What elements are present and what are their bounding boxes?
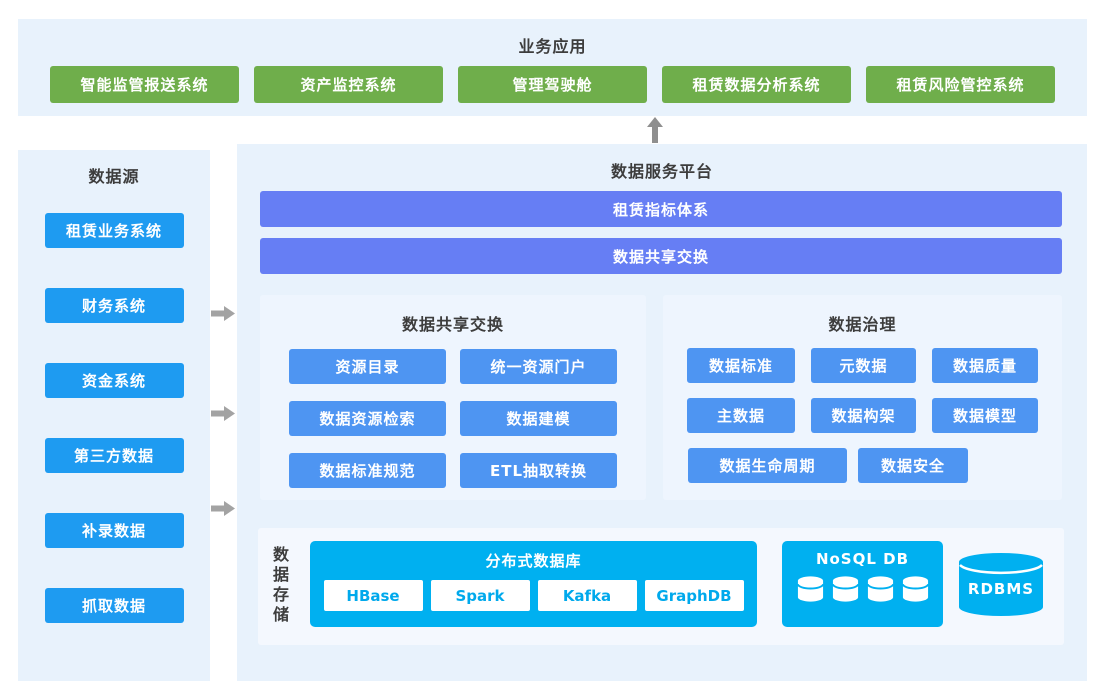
- right-arrow-icon: [211, 501, 235, 516]
- sharing-button-unified-resource-portal[interactable]: 统一资源门户: [460, 349, 617, 384]
- source-button-finance-system[interactable]: 财务系统: [44, 288, 184, 323]
- nosql-cylinder-row: [782, 575, 943, 603]
- rdbms-label: RDBMS: [967, 580, 1035, 598]
- governance-button-metadata[interactable]: 元数据: [811, 348, 916, 383]
- storage-button-kafka[interactable]: Kafka: [537, 580, 637, 611]
- sharing-button-data-modeling[interactable]: 数据建模: [460, 401, 617, 436]
- business-apps-title: 业务应用: [518, 37, 587, 56]
- database-cylinder-icon: [901, 576, 929, 602]
- governance-button-data-security[interactable]: 数据安全: [858, 448, 968, 483]
- business-apps-row: 智能监管报送系统 资产监控系统 管理驾驶舱 租赁数据分析系统 租赁风险管控系统: [18, 57, 1087, 103]
- data-sharing-grid: 资源目录 统一资源门户 数据资源检索 数据建模 数据标准规范 ETL抽取转换: [260, 349, 646, 488]
- platform-title: 数据服务平台: [610, 162, 713, 181]
- governance-button-data-lifecycle[interactable]: 数据生命周期: [688, 448, 847, 483]
- rdbms-cylinder-icon: [959, 553, 1043, 616]
- sharing-button-etl-extract-transform[interactable]: ETL抽取转换: [460, 453, 617, 488]
- up-arrow-icon: [647, 117, 663, 143]
- source-button-supplementary-data[interactable]: 补录数据: [44, 513, 184, 548]
- app-button-leasing-data-analysis[interactable]: 租赁数据分析系统: [662, 66, 851, 103]
- data-governance-title: 数据治理: [828, 315, 897, 334]
- governance-button-data-architecture[interactable]: 数据构架: [811, 398, 916, 433]
- data-service-platform-panel: 数据服务平台 租赁指标体系 数据共享交换 数据共享交换 资源目录 统一资源门户 …: [237, 144, 1087, 681]
- bar-data-sharing-exchange[interactable]: 数据共享交换: [260, 238, 1062, 274]
- storage-button-hbase[interactable]: HBase: [323, 580, 423, 611]
- source-button-leasing-business-system[interactable]: 租赁业务系统: [44, 213, 184, 248]
- data-sharing-title: 数据共享交换: [401, 315, 504, 334]
- storage-button-graphdb[interactable]: GraphDB: [644, 580, 744, 611]
- nosql-db-box: NoSQL DB: [782, 541, 943, 627]
- bar-leasing-indicator-system[interactable]: 租赁指标体系: [260, 191, 1062, 227]
- sharing-button-data-standard-spec[interactable]: 数据标准规范: [289, 453, 446, 488]
- nosql-db-title: NoSQL DB: [815, 550, 910, 568]
- database-cylinder-icon: [831, 576, 859, 602]
- governance-button-data-quality[interactable]: 数据质量: [932, 348, 1038, 383]
- governance-button-data-model[interactable]: 数据模型: [932, 398, 1038, 433]
- sharing-button-resource-catalog[interactable]: 资源目录: [289, 349, 446, 384]
- governance-button-data-standard[interactable]: 数据标准: [687, 348, 795, 383]
- app-button-management-cockpit[interactable]: 管理驾驶舱: [458, 66, 647, 103]
- data-storage-section: 数据存储 分布式数据库 HBase Spark Kafka GraphDB No…: [258, 528, 1064, 645]
- app-button-leasing-risk-control[interactable]: 租赁风险管控系统: [866, 66, 1055, 103]
- rdbms-cylinder[interactable]: RDBMS: [957, 552, 1045, 618]
- data-sharing-subpanel: 数据共享交换 资源目录 统一资源门户 数据资源检索 数据建模 数据标准规范 ET…: [260, 295, 646, 500]
- right-arrow-icon: [211, 406, 235, 421]
- distributed-database-box: 分布式数据库 HBase Spark Kafka GraphDB: [310, 541, 757, 627]
- distributed-database-title: 分布式数据库: [485, 552, 582, 570]
- app-button-regulatory-reporting[interactable]: 智能监管报送系统: [50, 66, 239, 103]
- governance-row: 数据生命周期 数据安全: [663, 448, 1062, 483]
- source-button-treasury-system[interactable]: 资金系统: [44, 363, 184, 398]
- storage-button-spark[interactable]: Spark: [430, 580, 530, 611]
- source-button-crawled-data[interactable]: 抓取数据: [44, 588, 184, 623]
- data-governance-subpanel: 数据治理 数据标准 元数据 数据质量 主数据 数据构架 数据模型 数据生命周期 …: [663, 295, 1062, 500]
- data-sources-panel: 数据源 租赁业务系统 财务系统 资金系统 第三方数据 补录数据 抓取数据: [18, 150, 210, 681]
- sharing-button-data-resource-search[interactable]: 数据资源检索: [289, 401, 446, 436]
- data-storage-label: 数据存储: [272, 545, 289, 624]
- distributed-database-row: HBase Spark Kafka GraphDB: [310, 580, 757, 611]
- right-arrow-icon: [211, 306, 235, 321]
- source-button-third-party-data[interactable]: 第三方数据: [44, 438, 184, 473]
- database-cylinder-icon: [796, 576, 824, 602]
- app-button-asset-monitoring[interactable]: 资产监控系统: [254, 66, 443, 103]
- governance-button-master-data[interactable]: 主数据: [687, 398, 795, 433]
- data-sources-list: 租赁业务系统 财务系统 资金系统 第三方数据 补录数据 抓取数据: [18, 213, 210, 623]
- business-apps-section: 业务应用 智能监管报送系统 资产监控系统 管理驾驶舱 租赁数据分析系统 租赁风险…: [18, 19, 1087, 116]
- data-sources-title: 数据源: [88, 167, 140, 186]
- governance-row: 数据标准 元数据 数据质量: [663, 348, 1062, 383]
- database-cylinder-icon: [866, 576, 894, 602]
- governance-row: 主数据 数据构架 数据模型: [663, 398, 1062, 433]
